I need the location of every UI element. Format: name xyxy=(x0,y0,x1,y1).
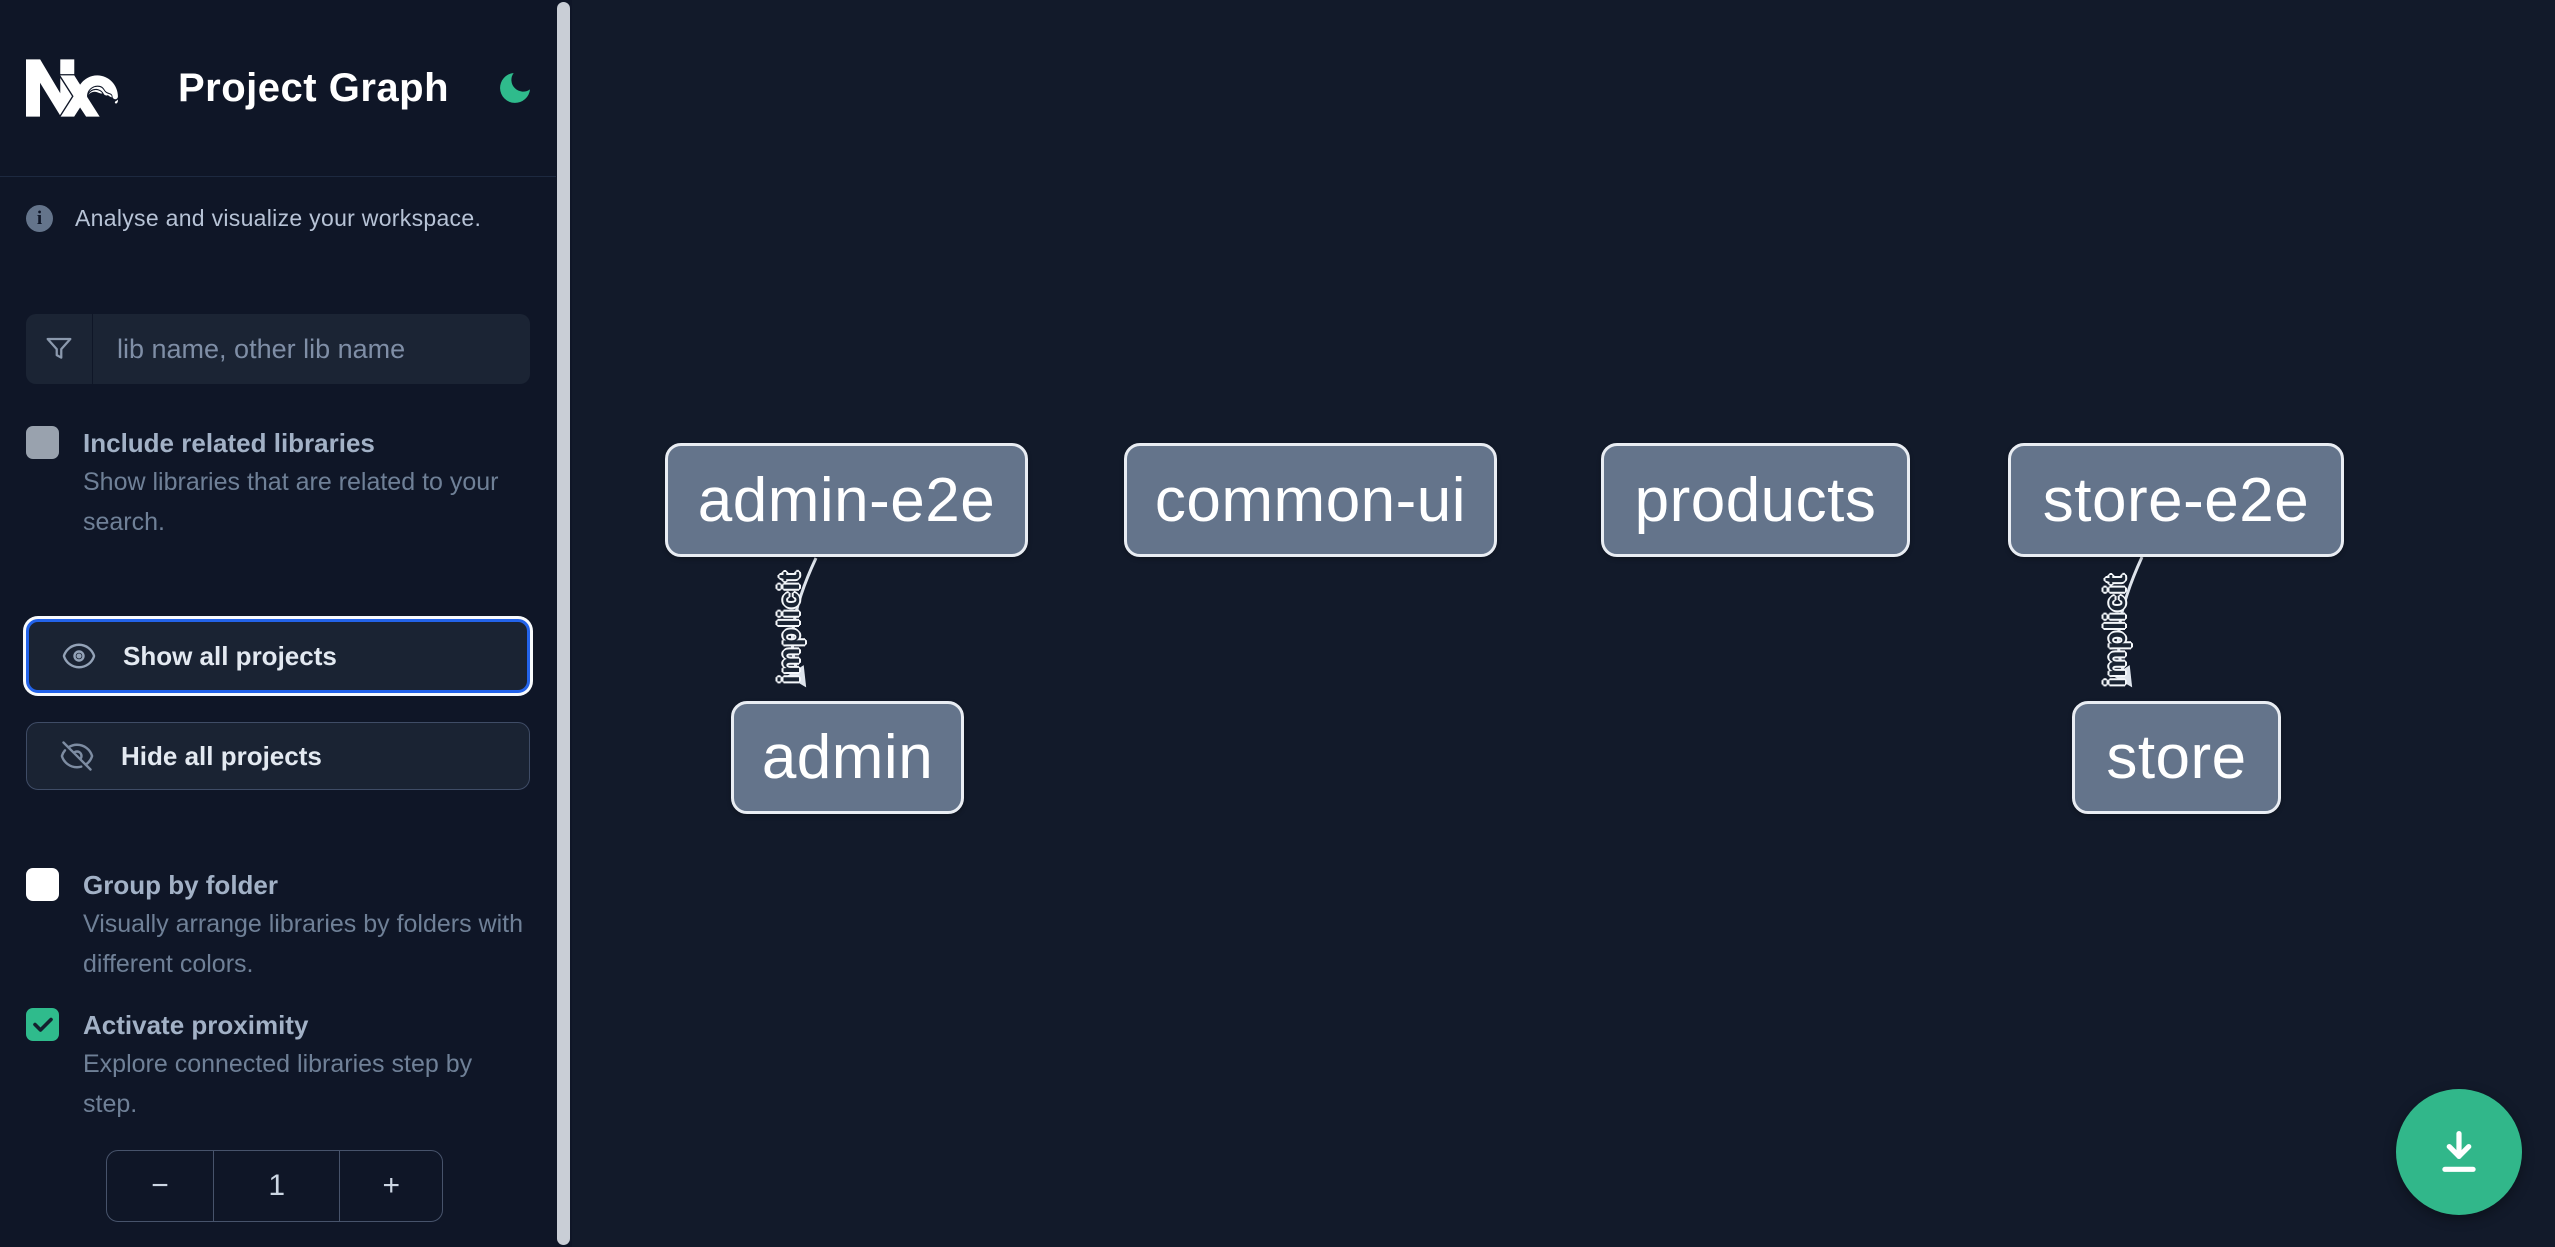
theme-toggle-button[interactable] xyxy=(495,66,535,110)
checkbox-activate-proximity[interactable] xyxy=(26,1008,59,1041)
graph-node-store[interactable]: store xyxy=(2072,701,2281,814)
tagline-text: Analyse and visualize your workspace. xyxy=(75,205,482,231)
edge-admin-e2e-to-admin[interactable] xyxy=(786,557,818,688)
toggle-description: Show libraries that are related to your … xyxy=(83,468,499,536)
edge-store-e2e-to-store[interactable] xyxy=(2112,556,2144,688)
moon-icon xyxy=(495,68,535,108)
sidebar-scrollbar-track xyxy=(556,0,572,1247)
show-all-projects-button[interactable]: Show all projects xyxy=(26,619,530,693)
toggle-description: Visually arrange libraries by folders wi… xyxy=(83,910,524,978)
plus-icon: + xyxy=(382,1169,400,1202)
graph-node-admin[interactable]: admin xyxy=(731,701,964,814)
nx-logo-icon xyxy=(26,42,118,134)
download-graph-button[interactable] xyxy=(2396,1089,2522,1215)
decrement-button[interactable]: − xyxy=(107,1151,213,1221)
eye-icon xyxy=(61,638,97,674)
minus-icon: − xyxy=(151,1169,169,1202)
sidebar-body: i Analyse and visualize your workspace. … xyxy=(0,177,556,1247)
toggle-label: Include related libraries xyxy=(83,428,375,458)
sidebar-header: Project Graph xyxy=(0,0,556,177)
hide-all-projects-button[interactable]: Hide all projects xyxy=(26,722,530,790)
sidebar: Project Graph i Analyse and visualize yo… xyxy=(0,0,556,1247)
proximity-depth-value: 1 xyxy=(213,1151,341,1221)
graph-edges-layer xyxy=(786,556,2144,688)
graph-node-admin-e2e[interactable]: admin-e2e xyxy=(665,443,1028,557)
project-graph-canvas[interactable]: implicit implicit admin-e2e common-ui pr… xyxy=(572,0,2555,1247)
toggle-label: Group by folder xyxy=(83,870,278,900)
hide-all-projects-label: Hide all projects xyxy=(121,740,322,771)
toggle-group-by-folder: Group by folder Visually arrange librari… xyxy=(26,866,530,984)
page-title: Project Graph xyxy=(178,65,450,110)
check-icon xyxy=(32,1017,53,1032)
sidebar-scrollbar-thumb[interactable] xyxy=(557,2,570,1245)
checkbox-group-by-folder[interactable] xyxy=(26,868,59,901)
show-all-projects-label: Show all projects xyxy=(123,640,337,671)
graph-node-products[interactable]: products xyxy=(1601,443,1910,557)
eye-slash-icon xyxy=(59,738,95,774)
toggle-activate-proximity: Activate proximity Explore connected lib… xyxy=(26,1006,530,1124)
graph-node-store-e2e[interactable]: store-e2e xyxy=(2008,443,2344,557)
graph-node-common-ui[interactable]: common-ui xyxy=(1124,443,1497,557)
download-icon xyxy=(2433,1126,2485,1178)
search-box xyxy=(26,314,530,384)
toggle-include-related-libraries: Include related libraries Show libraries… xyxy=(26,424,530,542)
toggle-description: Explore connected libraries step by step… xyxy=(83,1050,473,1118)
toggle-label: Activate proximity xyxy=(83,1010,309,1040)
info-icon: i xyxy=(26,205,53,232)
increment-button[interactable]: + xyxy=(340,1151,442,1221)
filter-funnel-icon xyxy=(26,314,93,384)
search-input[interactable] xyxy=(93,314,530,384)
tagline-row: i Analyse and visualize your workspace. xyxy=(26,205,530,232)
checkbox-include-related-libraries[interactable] xyxy=(26,426,59,459)
proximity-depth-stepper: − 1 + xyxy=(106,1150,443,1222)
